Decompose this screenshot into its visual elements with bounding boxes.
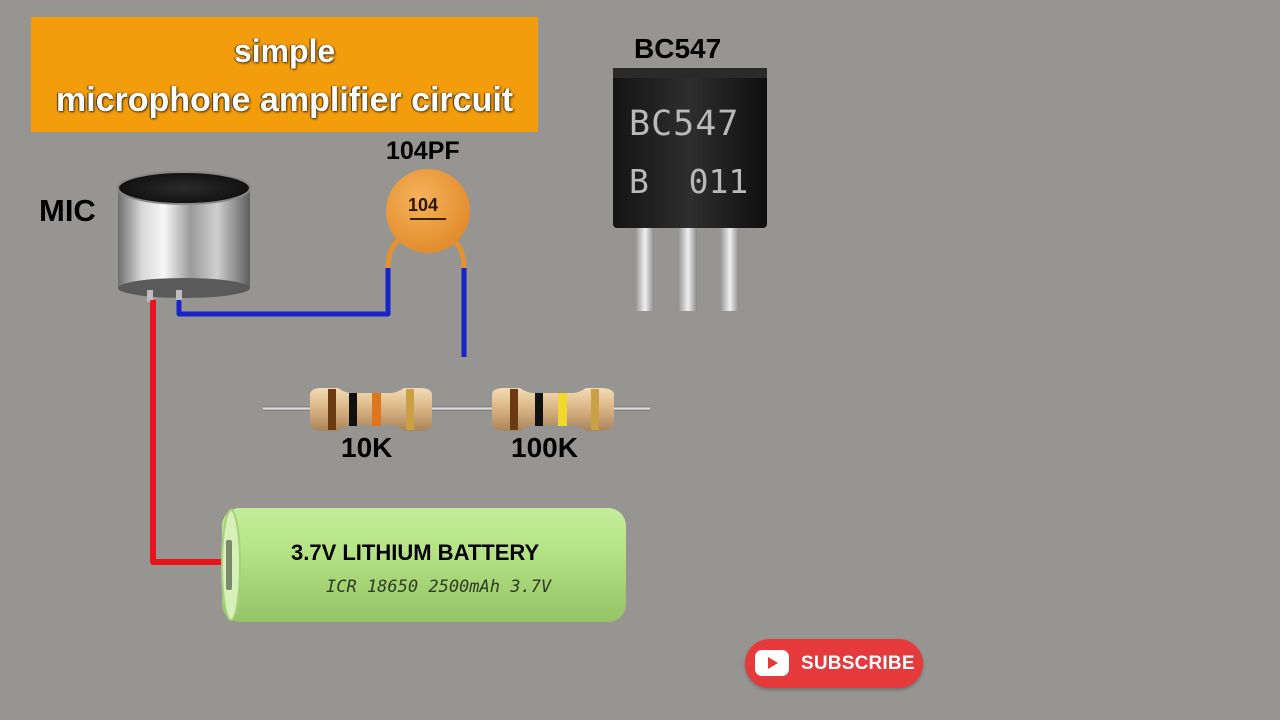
red-wire bbox=[150, 300, 230, 565]
battery bbox=[221, 508, 626, 622]
resistor-10k bbox=[263, 388, 468, 431]
battery-marking: ICR 18650 2500mAh 3.7V bbox=[326, 577, 552, 597]
capacitor-label: 104PF bbox=[386, 137, 460, 165]
play-icon bbox=[755, 650, 789, 676]
transistor bbox=[613, 68, 767, 311]
resistor-100k-label: 100K bbox=[511, 432, 578, 463]
microphone bbox=[117, 171, 251, 302]
subscribe-button[interactable]: SUBSCRIBE bbox=[745, 639, 923, 688]
battery-label: 3.7V LITHIUM BATTERY bbox=[291, 540, 540, 565]
capacitor bbox=[385, 169, 470, 269]
transistor-marking-1: BC547 bbox=[629, 104, 740, 144]
transistor-marking-2: B 011 bbox=[629, 162, 749, 201]
resistor-100k bbox=[466, 388, 650, 431]
resistor-10k-label: 10K bbox=[341, 432, 393, 463]
title-line-2: microphone amplifier circuit bbox=[55, 81, 514, 119]
mic-label: MIC bbox=[39, 193, 96, 228]
transistor-label: BC547 bbox=[634, 33, 722, 64]
title-line-1: simple bbox=[233, 33, 336, 69]
blue-wire-mic-to-cap bbox=[176, 268, 391, 317]
subscribe-label: SUBSCRIBE bbox=[801, 653, 915, 674]
capacitor-marking: 104 bbox=[408, 195, 439, 215]
title-banner: simple microphone amplifier circuit bbox=[31, 17, 538, 132]
